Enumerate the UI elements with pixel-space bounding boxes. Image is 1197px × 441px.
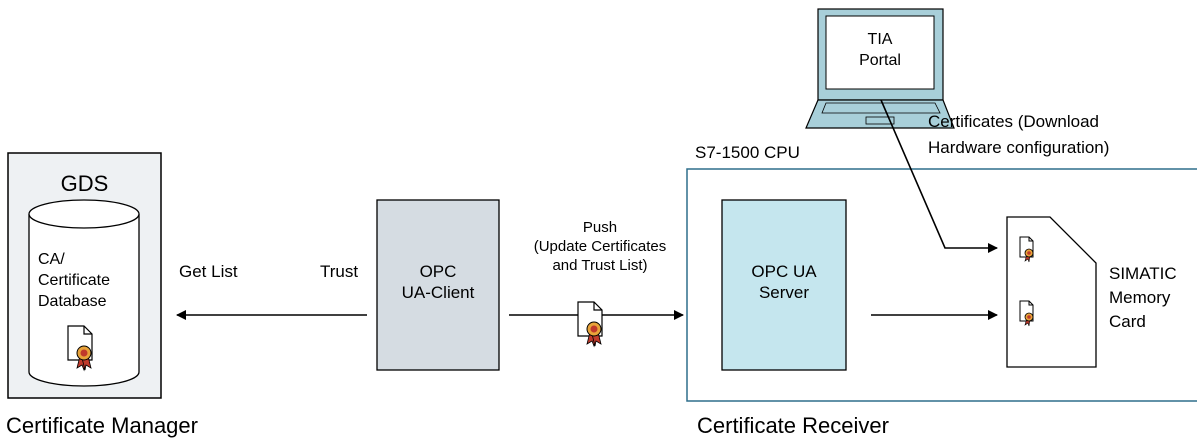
- tia-screen-line1: TIA: [867, 31, 893, 48]
- database-label-line3: Database: [38, 293, 107, 310]
- opc-ua-server-box: [721, 199, 847, 371]
- tia-portal-laptop: [805, 8, 955, 129]
- certificate-receiver-caption: Certificate Receiver: [697, 413, 889, 438]
- server-label-line1: OPC UA: [751, 262, 817, 281]
- push-label-line1: Push: [582, 219, 618, 236]
- client-label-line1: OPC: [419, 262, 457, 281]
- download-label-line1: Certificates (Download: [928, 112, 1100, 131]
- certificate-manager-caption: Certificate Manager: [6, 413, 198, 438]
- download-label-line2: Hardware configuration): [928, 138, 1110, 157]
- push-label-line3: and Trust List): [552, 257, 648, 274]
- client-label-line2: UA-Client: [401, 283, 475, 302]
- memory-card-label-line2: Memory: [1109, 288, 1171, 307]
- get-list-label: Get List: [179, 262, 238, 281]
- tia-screen-line2: Portal: [859, 52, 901, 69]
- memory-card-label-line3: Card: [1109, 312, 1146, 331]
- database-label-line1: CA/: [38, 251, 65, 268]
- gds-title: GDS: [60, 171, 109, 196]
- push-certificate-icon: [577, 301, 603, 347]
- opc-ua-client-box: [376, 199, 500, 371]
- cpu-title: S7-1500 CPU: [695, 143, 800, 162]
- memory-card-label-line1: SIMATIC: [1109, 264, 1177, 283]
- download-arrow: [880, 99, 998, 253]
- trust-label: Trust: [320, 262, 359, 281]
- server-label-line2: Server: [758, 283, 810, 302]
- push-label-line2: (Update Certificates: [533, 238, 667, 255]
- database-cylinder: [28, 199, 140, 387]
- cpu-frame: [686, 168, 1197, 402]
- database-label-line2: Certificate: [38, 272, 111, 289]
